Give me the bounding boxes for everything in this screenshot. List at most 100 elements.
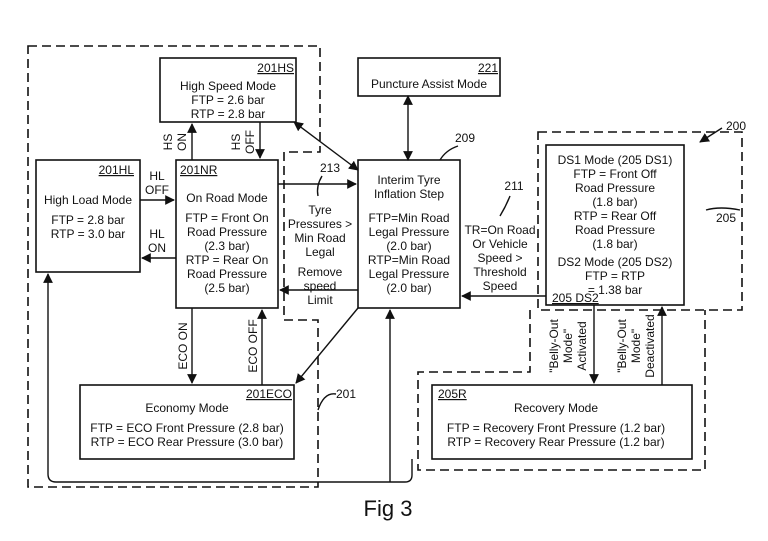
label-hl-on-2: ON xyxy=(148,241,166,255)
label-remove-3: Limit xyxy=(307,293,333,307)
economy-ftp: FTP = ECO Front Pressure (2.8 bar) xyxy=(90,421,284,435)
leader-200 xyxy=(699,127,723,143)
interim-line-1: FTP=Min Road xyxy=(368,211,449,225)
label-tr-2: Or Vehicle xyxy=(472,237,528,251)
ds-line-1: DS1 Mode (205 DS1) xyxy=(558,153,673,167)
group-205-outline xyxy=(537,131,743,311)
high-load-ftp: FTP = 2.8 bar xyxy=(51,213,124,227)
label-belly-act-1: "Belly-Out xyxy=(547,319,561,373)
label-tyre-4: Legal xyxy=(305,245,334,259)
ds-line-6: Road Pressure xyxy=(575,223,655,237)
high-speed-title: High Speed Mode xyxy=(180,79,276,93)
ref-205: 205 xyxy=(716,211,736,225)
high-speed-ref: 201HS xyxy=(257,61,294,75)
puncture-assist-mode-box xyxy=(357,57,501,97)
label-tyre-3: Min Road xyxy=(294,231,345,245)
arrow-high-speed-interim xyxy=(293,121,359,171)
label-belly-deact-1: "Belly-Out xyxy=(615,319,629,373)
on-road-line-2: Road Pressure xyxy=(187,225,267,239)
label-tr-1: TR=On Road xyxy=(464,223,535,237)
high-load-ref: 201HL xyxy=(99,163,135,177)
leader-211 xyxy=(499,195,511,217)
economy-rtp: RTP = ECO Rear Pressure (3.0 bar) xyxy=(91,435,284,449)
economy-mode-box xyxy=(79,384,295,460)
on-road-line-4: RTP = Rear On xyxy=(186,253,269,267)
label-hs: HS xyxy=(161,134,175,151)
on-road-title: On Road Mode xyxy=(186,191,268,205)
label-belly-deact-3: Deactivated xyxy=(643,314,657,377)
on-road-ref: 201NR xyxy=(180,163,218,177)
interim-title-2: Inflation Step xyxy=(374,187,444,201)
high-speed-ftp: FTP = 2.6 bar xyxy=(191,93,264,107)
ref-213: 213 xyxy=(320,161,340,175)
recovery-title: Recovery Mode xyxy=(514,401,598,415)
leader-205 xyxy=(705,207,741,211)
interim-title-1: Interim Tyre xyxy=(377,173,440,187)
ds-line-7: (1.8 bar) xyxy=(592,237,637,251)
economy-title: Economy Mode xyxy=(145,401,229,415)
recovery-rtp: RTP = Recovery Rear Pressure (1.2 bar) xyxy=(447,435,664,449)
label-tyre-1: Tyre xyxy=(308,203,332,217)
label-tr-3: Speed > xyxy=(477,251,522,265)
figure-caption: Fig 3 xyxy=(364,496,413,521)
high-speed-mode-box xyxy=(159,57,297,123)
interim-line-5: Legal Pressure xyxy=(369,267,450,281)
label-belly-act-3: Activated xyxy=(575,321,589,370)
leader-209 xyxy=(439,145,459,161)
ds-line-9: FTP = RTP xyxy=(585,269,645,283)
label-tr-4: Threshold xyxy=(473,265,526,279)
ds-line-5: RTP = Rear Off xyxy=(574,209,657,223)
ds-line-4: (1.8 bar) xyxy=(592,195,637,209)
arrow-recovery-to-high-load xyxy=(43,273,413,483)
recovery-mode-box xyxy=(431,384,693,460)
ds-line-3: Road Pressure xyxy=(575,181,655,195)
ref-209: 209 xyxy=(455,131,475,145)
on-road-line-6: (2.5 bar) xyxy=(204,281,249,295)
interim-line-2: Legal Pressure xyxy=(369,225,450,239)
label-remove-1: Remove xyxy=(298,265,343,279)
label-tr-5: Speed xyxy=(483,279,518,293)
label-on: ON xyxy=(175,133,189,151)
ds-line-8: DS2 Mode (205 DS2) xyxy=(558,255,673,269)
ref-201: 201 xyxy=(336,387,356,401)
label-eco-off: ECO OFF xyxy=(246,319,260,372)
leader-201 xyxy=(317,393,337,411)
on-road-mode-box xyxy=(175,159,279,309)
recovery-ftp: FTP = Recovery Front Pressure (1.2 bar) xyxy=(447,421,665,435)
economy-ref: 201ECO xyxy=(246,387,292,401)
arrow-interim-economy xyxy=(295,307,359,384)
high-load-mode-box xyxy=(35,159,141,273)
ref-200: 200 xyxy=(726,119,746,133)
ds-line-2: FTP = Front Off xyxy=(573,167,657,181)
ds-line-10: = 1.38 bar xyxy=(588,283,642,297)
on-road-line-1: FTP = Front On xyxy=(185,211,268,225)
leader-213 xyxy=(316,175,323,197)
recovery-ref: 205R xyxy=(438,387,467,401)
high-load-title: High Load Mode xyxy=(44,193,132,207)
interim-tyre-inflation-box xyxy=(357,159,461,309)
high-speed-rtp: RTP = 2.8 bar xyxy=(191,107,266,121)
ds-mode-box xyxy=(545,144,685,306)
label-hl-off-2: OFF xyxy=(145,183,169,197)
ref-211: 211 xyxy=(504,179,523,193)
high-load-rtp: RTP = 3.0 bar xyxy=(51,227,126,241)
label-belly-act-2: Mode" xyxy=(561,329,575,363)
puncture-assist-ref: 221 xyxy=(478,61,498,75)
label-remove-2: speed xyxy=(304,279,337,293)
on-road-line-3: (2.3 bar) xyxy=(204,239,249,253)
interim-line-4: RTP=Min Road xyxy=(368,253,450,267)
label-hl-on-1: HL xyxy=(149,227,165,241)
label-eco-on: ECO ON xyxy=(176,322,190,369)
puncture-assist-title: Puncture Assist Mode xyxy=(371,77,487,91)
on-road-line-5: Road Pressure xyxy=(187,267,267,281)
label-tyre-2: Pressures > xyxy=(288,217,352,231)
interim-line-3: (2.0 bar) xyxy=(386,239,431,253)
interim-line-6: (2.0 bar) xyxy=(386,281,431,295)
ds-ref: 205 DS2 xyxy=(552,291,599,305)
label-belly-deact-2: Mode" xyxy=(629,329,643,363)
label-hl-off-1: HL xyxy=(149,169,165,183)
label-hs-2: HS xyxy=(229,134,243,151)
group-201-outline xyxy=(27,45,321,488)
